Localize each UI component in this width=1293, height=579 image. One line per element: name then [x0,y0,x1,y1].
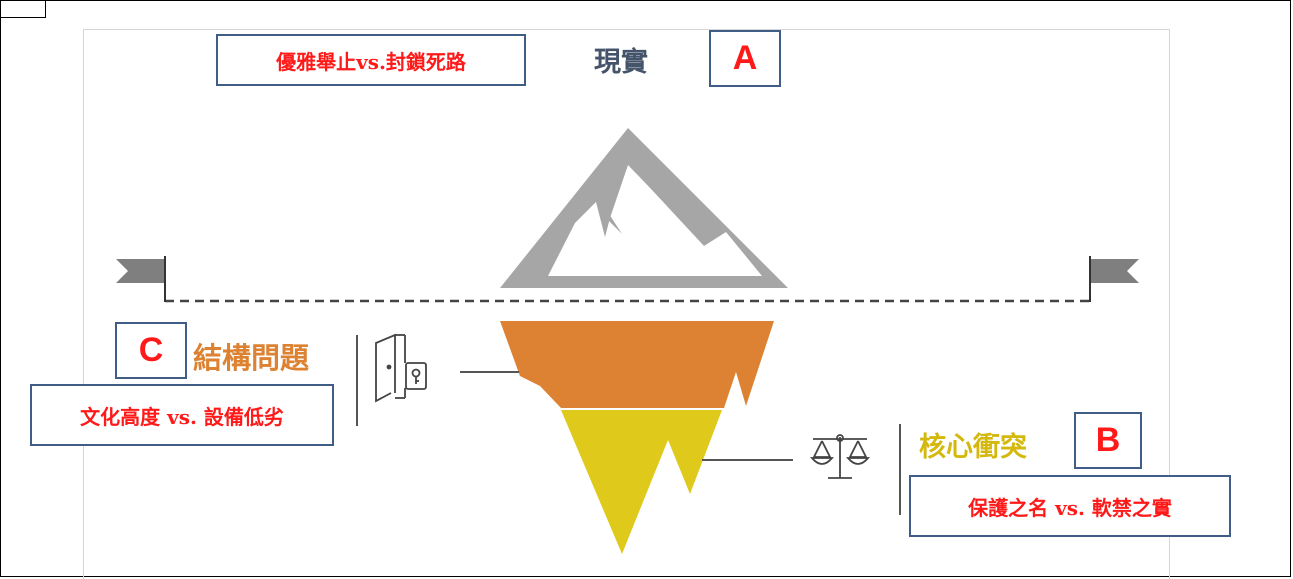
marker-a: A [709,30,781,87]
reality-heading: 現實 [594,47,648,78]
iceberg-yellow-layer [561,410,722,554]
mountain-crack [598,200,622,234]
marker-b: B [1074,412,1142,469]
flag-left-icon [116,259,164,283]
core-conflict-heading: 核心衝突 [919,432,1027,463]
door-key-icon [375,333,427,403]
flag-right-icon [1091,259,1139,283]
culture-annotation: 文化高度 vs. 設備低劣 [30,384,334,446]
diagram-panel [83,29,1170,579]
balance-scale-icon [810,434,870,479]
structural-heading: 結構問題 [193,341,310,375]
mountain-snow [548,165,762,276]
marker-c: C [115,322,187,379]
table-corner-cell [0,0,46,18]
iceberg-orange-layer [500,321,774,408]
reality-annotation: 優雅舉止vs.封鎖死路 [216,34,526,86]
protection-annotation: 保護之名 vs. 軟禁之實 [909,475,1231,537]
